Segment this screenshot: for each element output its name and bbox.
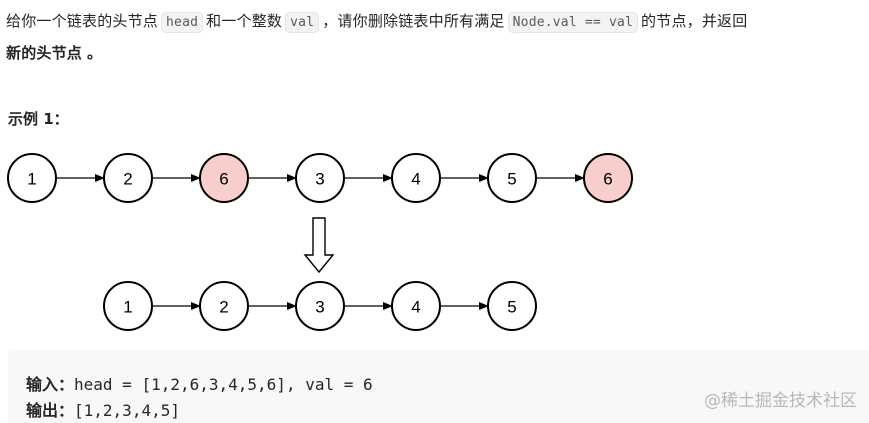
input-value: head = [1,2,6,3,4,5,6], val = 6 — [74, 375, 373, 394]
example-title: 示例 1： — [8, 110, 69, 128]
node-value: 5 — [507, 298, 516, 317]
output-label: 输出： — [26, 401, 75, 420]
node-value: 3 — [315, 298, 324, 317]
output-value: [1,2,3,4,5] — [74, 401, 180, 420]
description-text-4: 的节点，并返回 — [641, 12, 748, 30]
code-condition: Node.val == val — [507, 12, 639, 33]
input-label: 输入： — [26, 375, 75, 394]
description-text-3: ，请你删除链表中所有满足 — [322, 12, 505, 30]
node-value: 1 — [27, 170, 36, 189]
linked-list-diagram: 1 2 6 3 4 5 6 1 2 3 4 5 — [7, 153, 633, 331]
watermark: @稀土掘金技术社区 — [704, 391, 857, 411]
original-list: 1 2 6 3 4 5 6 — [7, 153, 633, 203]
node-value: 6 — [603, 170, 612, 189]
node-value: 2 — [123, 170, 132, 189]
node-value: 5 — [507, 170, 516, 189]
code-head: head — [161, 12, 204, 33]
down-arrow-icon — [303, 217, 335, 274]
output-line: 输出：[1,2,3,4,5] — [26, 397, 180, 421]
code-val: val — [285, 12, 320, 33]
node-value: 1 — [123, 298, 132, 317]
input-line: 输入：head = [1,2,6,3,4,5,6], val = 6 — [26, 371, 373, 395]
description-bold: 新的头节点 — [6, 44, 83, 62]
description-text-2: 和一个整数 — [206, 12, 283, 30]
description-end: 。 — [86, 44, 103, 62]
removed-node-circle — [583, 153, 633, 203]
node-value: 4 — [411, 298, 420, 317]
node-circle — [487, 281, 537, 331]
description-text-1: 给你一个链表的头节点 — [6, 12, 159, 30]
result-list: 1 2 3 4 5 — [103, 281, 537, 331]
example-io-box — [8, 350, 869, 423]
node-value: 3 — [315, 170, 324, 189]
node-value: 6 — [219, 170, 228, 189]
node-value: 4 — [411, 170, 420, 189]
node-value: 2 — [219, 298, 228, 317]
